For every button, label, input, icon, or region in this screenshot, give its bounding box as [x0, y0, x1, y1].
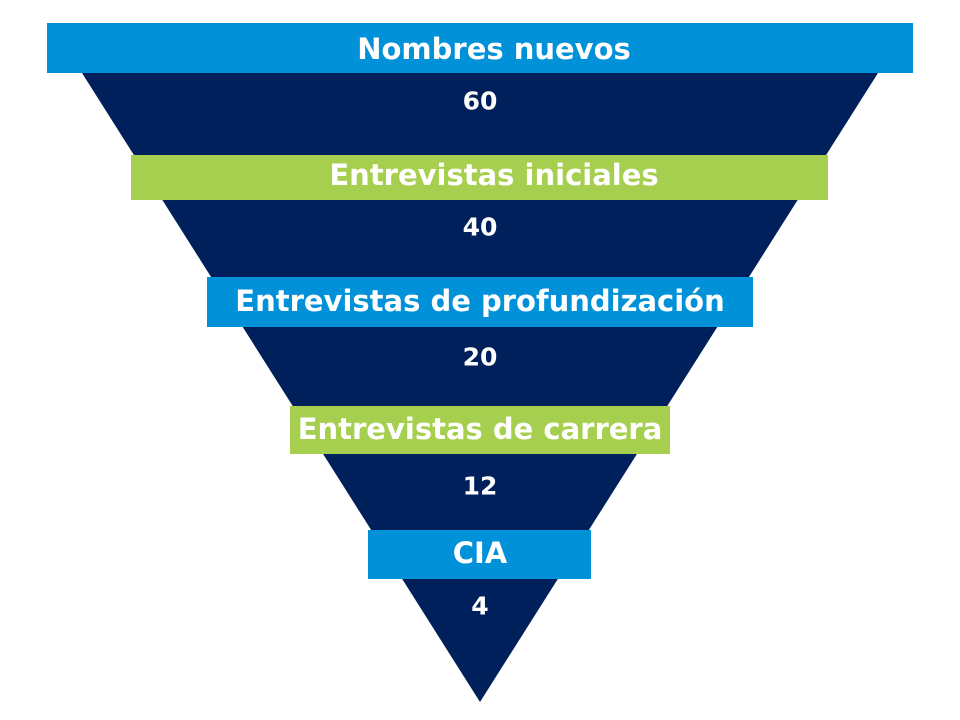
stage-band	[207, 277, 753, 327]
stage-entrevistas-de-profundizacion: Entrevistas de profundización 20	[207, 277, 753, 372]
stage-value: 20	[463, 343, 498, 372]
stage-nombres-nuevos: Nombres nuevos 60	[47, 23, 913, 116]
stage-band	[47, 23, 913, 73]
stage-band	[290, 406, 670, 454]
stage-label: Entrevistas iniciales	[329, 158, 658, 192]
stage-entrevistas-iniciales: Entrevistas iniciales 40	[131, 155, 828, 242]
funnel-triangle	[82, 73, 878, 702]
stage-cia: CIA 4	[368, 530, 591, 621]
stage-value: 4	[471, 592, 488, 621]
stage-entrevistas-de-carrera: Entrevistas de carrera 12	[290, 406, 670, 501]
stage-label: Entrevistas de profundización	[235, 284, 724, 318]
stage-label: Entrevistas de carrera	[298, 412, 663, 446]
stage-band	[131, 155, 828, 200]
stage-value: 40	[463, 213, 498, 242]
stage-label: Nombres nuevos	[357, 32, 631, 66]
stage-value: 12	[463, 472, 498, 501]
stage-value: 60	[463, 87, 498, 116]
stage-label: CIA	[453, 536, 508, 570]
stage-band	[368, 530, 591, 579]
